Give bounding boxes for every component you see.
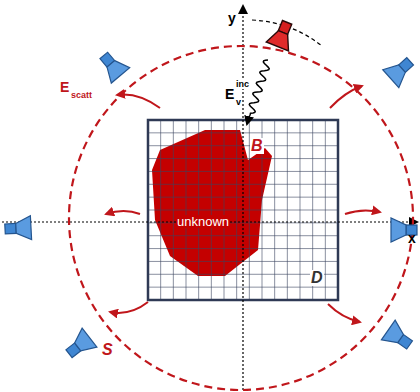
field-subscript: scatt <box>71 91 92 100</box>
y-axis <box>242 6 243 390</box>
field-symbol: E <box>224 87 235 101</box>
axis-label: y <box>228 11 236 25</box>
field-superscript: inc <box>235 80 250 89</box>
measurement-surface <box>69 46 413 390</box>
incident-wave <box>247 60 269 124</box>
axis-label: x <box>408 231 416 245</box>
surface-label: S <box>102 342 113 358</box>
unknown-object <box>152 130 272 276</box>
scattered-field-arrows <box>106 86 380 322</box>
domain-label: D <box>310 270 324 286</box>
receiver-antennas <box>4 48 418 363</box>
field-symbol: E <box>60 80 69 94</box>
region-label: B <box>250 138 264 154</box>
field-subscript: v <box>235 98 242 107</box>
transmitter-antenna <box>266 18 298 51</box>
grid-line <box>148 158 338 159</box>
grid-line <box>148 171 338 172</box>
grid-line <box>148 287 338 288</box>
object-label: unknown <box>176 215 230 228</box>
